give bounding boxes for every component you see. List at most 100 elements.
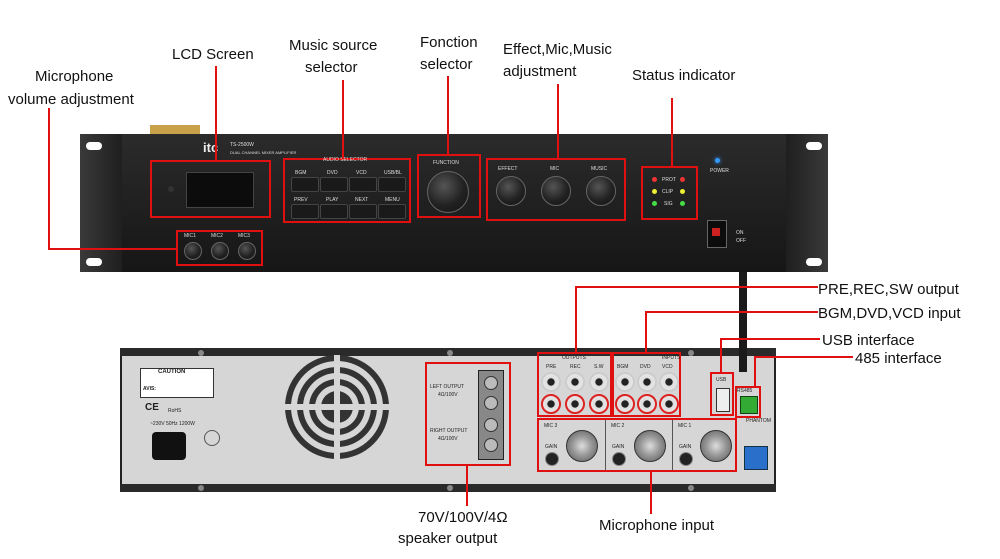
btn-label-menu: MENU — [385, 197, 400, 203]
dvd-button[interactable] — [320, 177, 348, 192]
sw-out-jack-top[interactable] — [589, 372, 609, 392]
front-rack-ear-left — [80, 134, 122, 272]
usb-highlight-box — [710, 372, 734, 416]
usb-bl-button[interactable] — [378, 177, 406, 192]
usb-port[interactable] — [716, 388, 730, 412]
usb-label: USB — [716, 377, 727, 383]
switch-off-label: OFF — [736, 238, 746, 244]
lcd-highlight-box — [150, 160, 271, 218]
mic1-label: MIC 1 — [678, 423, 692, 429]
play-button[interactable] — [320, 204, 348, 219]
top-sticker — [150, 125, 200, 134]
rack-hole — [86, 142, 102, 150]
vcd-in-jack-top[interactable] — [659, 372, 679, 392]
switch-on-label: ON — [736, 230, 744, 236]
phantom-label: PHANTOM — [746, 418, 771, 424]
next-button[interactable] — [349, 204, 377, 219]
ac-power-inlet[interactable] — [152, 432, 186, 460]
mic1-gain-label: GAIN — [679, 444, 692, 450]
rs485-terminal[interactable] — [740, 396, 758, 414]
mic3-knob[interactable] — [238, 242, 256, 260]
leader-line-mic-input — [650, 472, 652, 514]
rear-screw — [688, 350, 694, 356]
clip-led-right — [680, 189, 685, 194]
fan-grill — [285, 355, 389, 459]
pre-out-jack-top[interactable] — [541, 372, 561, 392]
sig-led-right — [680, 201, 685, 206]
fuse-holder[interactable] — [204, 430, 220, 446]
audio-selector-title: AUDIO SELECTOR — [323, 157, 368, 163]
btn-label-dvd: DVD — [327, 170, 338, 176]
btn-label-next: NEXT — [355, 197, 369, 203]
rear-screw — [447, 485, 453, 491]
rack-hole — [806, 142, 822, 150]
mic-knob[interactable] — [541, 176, 571, 206]
label-mic-volume-line2: volume adjustment — [8, 91, 134, 108]
btn-label-vcd: VCD — [356, 170, 367, 176]
mic2-gain-knob[interactable] — [612, 452, 626, 466]
function-label: FUNCTION — [433, 160, 459, 166]
rear-screw — [688, 485, 694, 491]
vcd-button[interactable] — [349, 177, 377, 192]
dvd-in-jack-top[interactable] — [637, 372, 657, 392]
bgm-in-jack-bottom[interactable] — [615, 394, 635, 414]
leader-line-status — [671, 98, 673, 167]
prot-led-right — [680, 177, 685, 182]
mic-divider — [672, 420, 673, 470]
ir-sensor — [168, 186, 174, 192]
brand-logo: itc — [203, 140, 219, 155]
knob-label-music: MUSIC — [591, 166, 608, 172]
dvd-in-jack-bottom[interactable] — [637, 394, 657, 414]
power-switch-red-mark — [712, 228, 720, 236]
leader-line-usb-horizontal — [720, 338, 820, 340]
pre-out-jack-bottom[interactable] — [541, 394, 561, 414]
bgm-in-jack-top[interactable] — [615, 372, 635, 392]
leader-line-effect — [557, 84, 559, 159]
rec-out-jack-bottom[interactable] — [565, 394, 585, 414]
leader-line-mic-volume-horizontal — [48, 248, 177, 250]
output-label-rec: REC — [570, 364, 581, 370]
rear-screw — [198, 350, 204, 356]
caution-sticker — [140, 368, 214, 398]
left-output-spec: 4Ω/100V — [438, 392, 458, 398]
mic3-xlr-jack[interactable] — [566, 430, 598, 462]
status-label-sig: SIG — [664, 201, 673, 207]
rec-out-jack-top[interactable] — [565, 372, 585, 392]
label-function-line2: selector — [420, 56, 473, 73]
inputs-title: INPUTS — [662, 355, 681, 361]
mic2-knob[interactable] — [211, 242, 229, 260]
prev-button[interactable] — [291, 204, 319, 219]
mic1-knob[interactable] — [184, 242, 202, 260]
caution-text: CAUTION — [158, 369, 186, 375]
leader-line-lcd — [215, 66, 217, 161]
label-status-indicator: Status indicator — [632, 67, 736, 84]
mic1-gain-knob[interactable] — [679, 452, 693, 466]
mic2-gain-label: GAIN — [612, 444, 625, 450]
rear-screw — [198, 485, 204, 491]
knob-label-effect: EFFECT — [498, 166, 518, 172]
leader-line-bgm-vertical — [645, 311, 647, 353]
rack-hole — [806, 258, 822, 266]
menu-button[interactable] — [378, 204, 406, 219]
leader-line-485-vertical — [754, 356, 756, 387]
leader-line-speaker — [466, 466, 468, 506]
mic-divider — [605, 420, 606, 470]
sw-out-jack-bottom[interactable] — [589, 394, 609, 414]
mic2-xlr-jack[interactable] — [634, 430, 666, 462]
bgm-button[interactable] — [291, 177, 319, 192]
label-485-interface: 485 interface — [855, 350, 942, 367]
function-knob[interactable] — [427, 171, 469, 213]
effect-mic-music-highlight-box — [486, 158, 626, 221]
vcd-in-jack-bottom[interactable] — [659, 394, 679, 414]
prot-led-left — [652, 177, 657, 182]
phantom-dip-switch[interactable] — [744, 446, 768, 470]
input-label-dvd: DVD — [640, 364, 651, 370]
input-label-vcd: VCD — [662, 364, 673, 370]
mic1-xlr-jack[interactable] — [700, 430, 732, 462]
music-knob[interactable] — [586, 176, 616, 206]
effect-knob[interactable] — [496, 176, 526, 206]
mic3-gain-knob[interactable] — [545, 452, 559, 466]
front-rack-ear-right — [786, 134, 828, 272]
rear-screw — [447, 350, 453, 356]
rs485-highlight-box — [735, 386, 761, 418]
